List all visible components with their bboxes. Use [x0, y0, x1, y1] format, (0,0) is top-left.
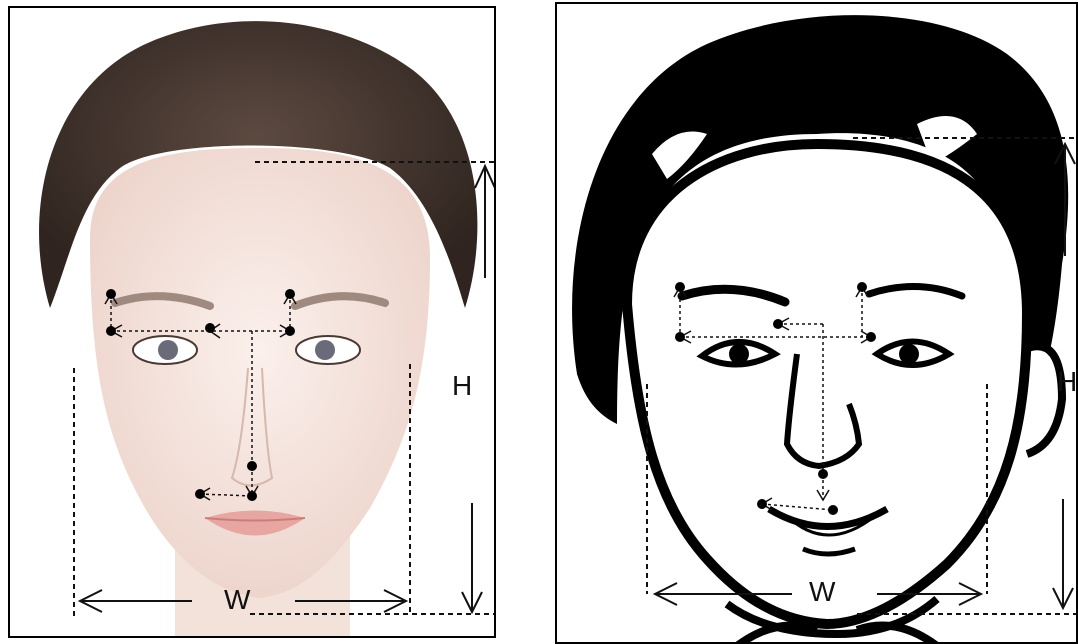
height-label: H	[452, 372, 472, 400]
caricature-face-illustration	[557, 4, 1078, 644]
photo-panel: H W	[8, 6, 496, 638]
height-label: H	[1057, 368, 1077, 396]
ear	[1025, 346, 1062, 454]
photo-face-illustration	[10, 8, 496, 638]
width-label: W	[224, 586, 250, 614]
caricature-panel: H W	[555, 2, 1078, 644]
width-label: W	[809, 578, 835, 606]
